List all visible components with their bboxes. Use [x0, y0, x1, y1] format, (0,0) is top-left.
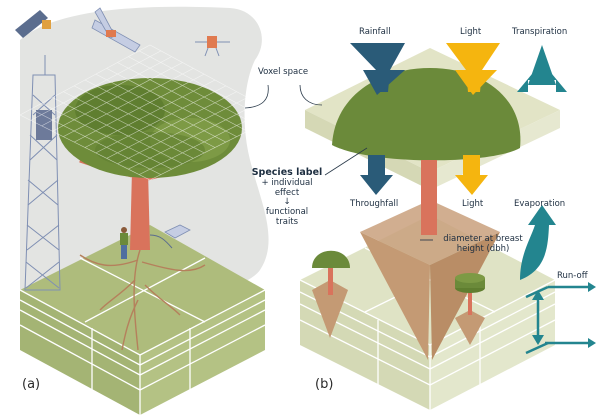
- sensor-box: [149, 224, 191, 249]
- runoff-label: Run-off: [557, 271, 588, 281]
- voxel-gridline: [30, 108, 161, 175]
- dbh-label-line2: height (dbh): [456, 243, 510, 254]
- panel-label-a: (a): [22, 377, 41, 392]
- voxel-gridline: [139, 108, 270, 175]
- light-arrow: [446, 43, 500, 92]
- rainfall-arrow: [350, 43, 405, 92]
- light-label-top: Light: [460, 27, 482, 37]
- light-bottom-arrow: [455, 155, 488, 195]
- species-callout-line: [324, 147, 368, 176]
- dbh-label-line1: diameter at breast: [443, 234, 523, 244]
- transpiration-label: Transpiration: [512, 27, 568, 37]
- small-tree-cylinder: [455, 273, 485, 315]
- researcher-figure: [120, 227, 128, 259]
- down-arrow-icon: ↓: [283, 197, 291, 208]
- voxel-gridline: [128, 103, 259, 170]
- individual-effect-line2: effect: [274, 187, 300, 198]
- voxel-callout-right: [299, 84, 323, 106]
- tree-trunk-right: [421, 160, 437, 235]
- voxel-callout-left: [244, 84, 269, 109]
- panel-label-b: (b): [315, 377, 334, 392]
- throughfall-label: Throughfall: [350, 199, 399, 209]
- light-arrow-head: [455, 70, 497, 95]
- functional-traits-line2: traits: [275, 216, 299, 227]
- functional-traits-line1: functional: [265, 207, 309, 218]
- small-tree-dome: [312, 250, 350, 295]
- individual-effect-line1: + individual: [261, 177, 313, 188]
- evaporation-label: Evaporation: [514, 199, 566, 209]
- voxel-grid-left: [19, 44, 281, 181]
- transpiration-arrow-2: [528, 45, 556, 85]
- species-label-group: Species label + individual effect ↓ func…: [245, 167, 329, 228]
- evaporation-arrow: [520, 205, 556, 280]
- light-label-bottom: Light: [462, 199, 484, 209]
- rainfall-label: Rainfall: [359, 27, 391, 37]
- soil-block-left: [19, 225, 266, 415]
- soil-block-right: [299, 200, 556, 410]
- voxel-space-label: Voxel space: [258, 67, 309, 77]
- runoff-arrows: [525, 282, 596, 355]
- drone-icon: [195, 36, 230, 57]
- species-label: Species label: [251, 167, 323, 178]
- roots-left: [79, 249, 206, 351]
- dbh-label: diameter at breast height (dbh): [438, 234, 528, 255]
- aircraft-icon: [91, 7, 141, 53]
- satellite-icon: [15, 10, 51, 38]
- rainfall-arrow-head: [363, 70, 405, 95]
- canopy-left: [58, 78, 242, 178]
- throughfall-arrow: [360, 155, 393, 195]
